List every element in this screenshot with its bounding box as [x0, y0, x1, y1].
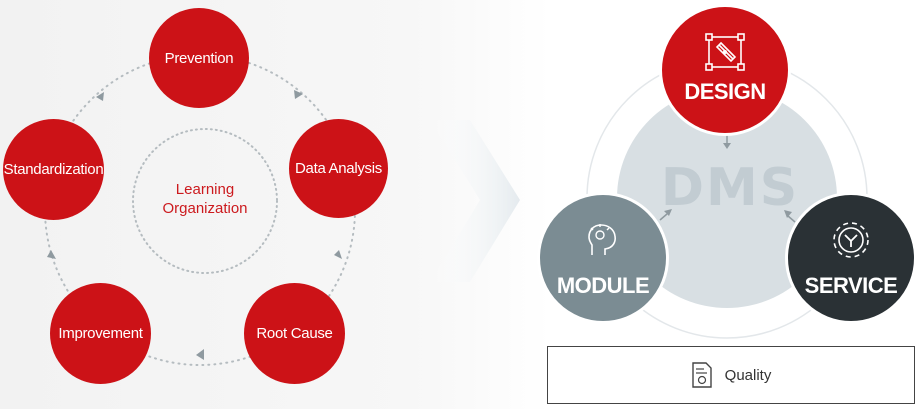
step-data-analysis: Data Analysis — [289, 119, 388, 218]
arrow-service-to-dms — [784, 210, 792, 218]
arrow-module-to-dms — [664, 209, 672, 216]
transition-chevron-icon — [430, 120, 520, 282]
design-label: DESIGN — [684, 79, 766, 104]
step-root-cause: Root Cause — [244, 283, 345, 384]
certificate-document-icon — [691, 362, 712, 388]
step-improvement-label: Improvement — [58, 325, 143, 342]
center-label-line1: Learning — [175, 181, 235, 198]
step-root-cause-label: Root Cause — [256, 325, 333, 342]
design-tool-icon — [705, 33, 745, 71]
service-label: SERVICE — [804, 273, 898, 298]
gear-check-icon — [833, 222, 869, 258]
learning-organization-label: Learning Organization — [135, 180, 275, 218]
step-standardization-label: Standardization — [3, 161, 104, 178]
cycle-arrow-2 — [294, 90, 303, 99]
dms-circle — [617, 88, 837, 308]
step-standardization: Standardization — [3, 119, 104, 220]
lightbulb-head-icon — [588, 224, 616, 255]
cycle-arrow-4 — [196, 349, 204, 360]
quality-label: Quality — [724, 366, 772, 384]
inner-dotted-ring — [132, 128, 278, 274]
cycle-arrow-3 — [334, 250, 342, 259]
design-node: DESIGN — [659, 4, 791, 136]
step-improvement: Improvement — [50, 283, 151, 384]
quality-box: Quality — [547, 346, 915, 404]
cycle-arrow-1 — [96, 92, 104, 101]
module-node: MODULE — [537, 192, 669, 324]
step-prevention-label: Prevention — [164, 49, 234, 67]
center-label-line2: Organization — [162, 200, 248, 217]
step-data-analysis-label: Data Analysis — [295, 160, 382, 177]
arrow-design-to-dms — [723, 143, 731, 149]
service-node: SERVICE — [785, 192, 917, 324]
dms-label: DMS — [660, 158, 800, 218]
step-prevention: Prevention — [149, 8, 249, 108]
module-label: MODULE — [556, 273, 650, 298]
cycle-arrow-5 — [47, 250, 56, 259]
